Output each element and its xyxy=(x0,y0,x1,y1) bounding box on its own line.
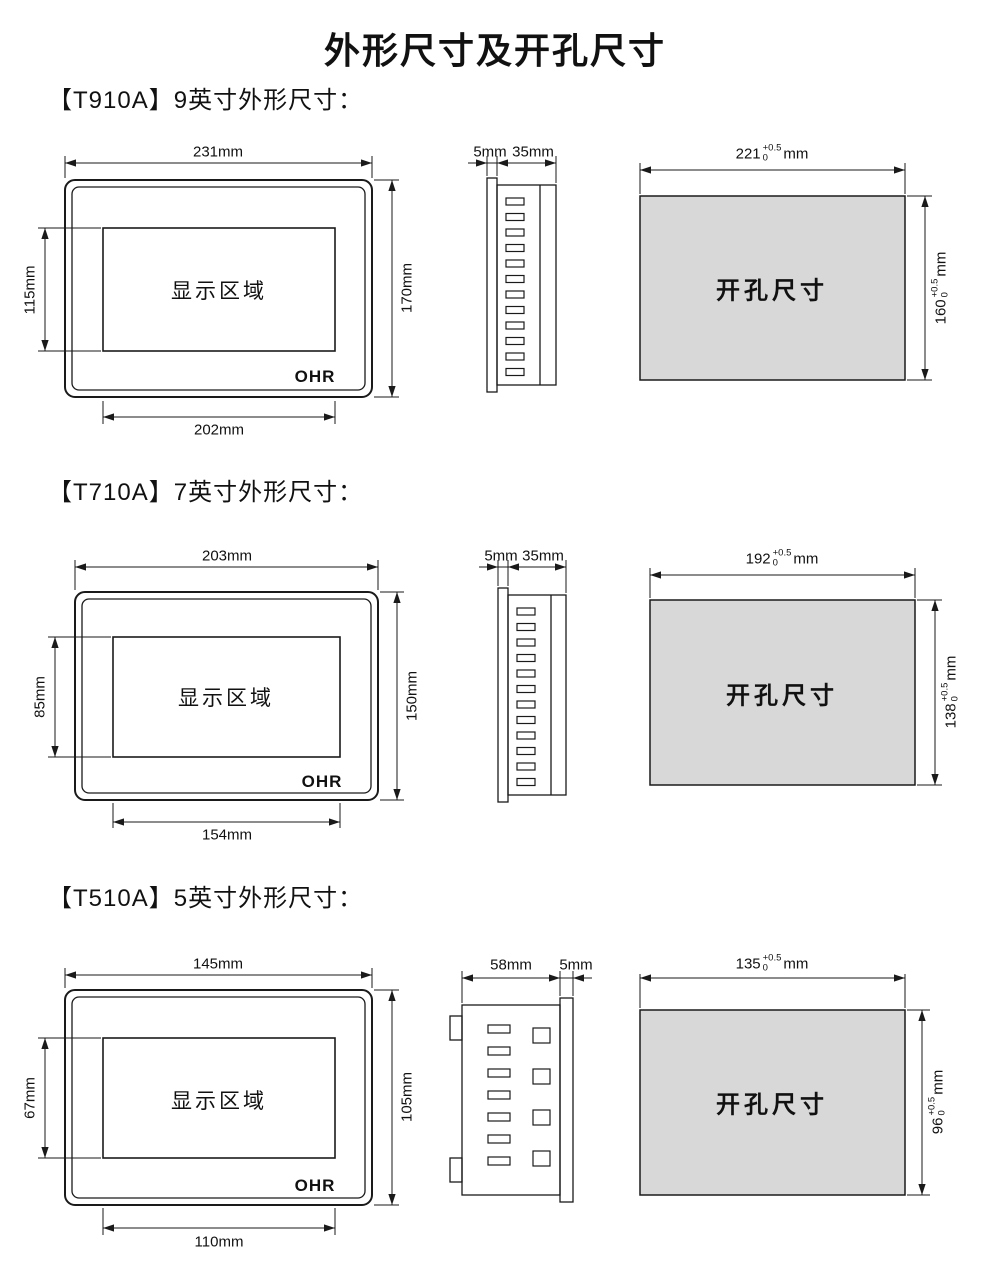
tol-upper: +0.5 xyxy=(772,547,792,559)
tol-lower: 0 xyxy=(762,963,768,974)
tol-lower: 0 xyxy=(940,292,951,298)
dim-label-front-height: 170mm xyxy=(398,262,416,314)
tol-value: 96 xyxy=(929,1117,947,1135)
tol-upper: +0.5 xyxy=(762,952,782,964)
dim-label-display-height: 67mm xyxy=(21,1077,39,1119)
dim-label-display-width: 154mm xyxy=(201,826,253,844)
heading-text: 9英寸外形尺寸： xyxy=(173,87,364,114)
tol-value: 138 xyxy=(942,703,960,729)
tol-unit: mm xyxy=(932,251,950,277)
tol-unit: mm xyxy=(942,655,960,681)
model-code: 【T710A】 xyxy=(48,479,174,506)
dim-label-side-bezel: 5mm xyxy=(559,956,593,974)
cutout-title: 开孔尺寸 xyxy=(716,1092,828,1119)
side-view xyxy=(468,156,557,393)
tol-lower: 0 xyxy=(762,153,768,164)
front-view xyxy=(48,560,404,828)
drawing-area: 203mm 85mm 150mm 154mm 显示区域 OHR 5mm 35mm… xyxy=(0,535,990,865)
brand-logo: OHR xyxy=(294,1176,336,1195)
tol-value: 135 xyxy=(735,955,761,973)
model-code: 【T910A】 xyxy=(48,87,174,114)
cutout-rect xyxy=(639,1009,906,1196)
display-area xyxy=(112,636,341,758)
brand-logo: OHR xyxy=(294,367,336,386)
t510a-drawing xyxy=(38,968,930,1235)
heading-text: 7英寸外形尺寸： xyxy=(173,479,364,506)
t910a-drawing xyxy=(38,156,932,424)
side-view xyxy=(449,971,592,1203)
dim-label-display-height: 115mm xyxy=(21,265,39,315)
display-area xyxy=(102,227,336,352)
side-view xyxy=(479,560,567,803)
section-heading: 【T910A】9英寸外形尺寸： xyxy=(48,80,363,115)
cutout-rect xyxy=(639,195,906,381)
page-title: 外形尺寸及开孔尺寸 xyxy=(323,30,666,71)
cutout-view xyxy=(649,568,942,786)
dim-label-front-width: 145mm xyxy=(192,955,244,973)
section-t710a: 【T710A】7英寸外形尺寸： xyxy=(0,472,990,868)
display-area-label: 显示区域 xyxy=(178,686,274,710)
dim-label-side-depth: 35mm xyxy=(522,547,564,565)
mounting-ear-bottom xyxy=(449,1157,463,1183)
heading-text: 5英寸外形尺寸： xyxy=(173,885,364,912)
drawing-area: 145mm 67mm 105mm 110mm 显示区域 OHR 58mm 5mm… xyxy=(0,930,990,1275)
dim-label-display-width: 202mm xyxy=(193,421,245,439)
display-area-label: 显示区域 xyxy=(171,1089,267,1113)
dim-label-front-height: 105mm xyxy=(398,1071,416,1123)
tol-value: 221 xyxy=(735,145,761,163)
dim-label-side-bezel: 5mm xyxy=(484,547,518,565)
section-t910a: 【T910A】9英寸外形尺寸： xyxy=(0,80,990,472)
dim-label-side-bezel: 5mm xyxy=(473,143,507,161)
dim-label-display-width: 110mm xyxy=(194,1233,244,1251)
tol-upper: +0.5 xyxy=(762,142,782,154)
cutout-title: 开孔尺寸 xyxy=(716,278,828,305)
display-area xyxy=(102,1037,336,1159)
tol-lower: 0 xyxy=(772,558,778,569)
cutout-title: 开孔尺寸 xyxy=(726,683,838,710)
mounting-ear-top xyxy=(449,1015,463,1041)
section-heading: 【T710A】7英寸外形尺寸： xyxy=(48,472,363,507)
dim-label-side-depth: 35mm xyxy=(512,143,554,161)
tol-lower: 0 xyxy=(937,1110,948,1116)
section-t510a: 【T510A】5英寸外形尺寸： xyxy=(0,878,990,1278)
cutout-view xyxy=(639,163,932,381)
dim-label-display-height: 85mm xyxy=(31,676,49,718)
tol-unit: mm xyxy=(929,1069,947,1095)
dim-label-front-width: 231mm xyxy=(192,143,244,161)
t710a-drawing xyxy=(48,560,942,828)
display-area-label: 显示区域 xyxy=(171,279,267,303)
drawing-area: 231mm 115mm 170mm 202mm 显示区域 OHR 5mm 35m… xyxy=(0,130,990,460)
front-view xyxy=(38,968,399,1235)
tol-lower: 0 xyxy=(950,696,961,702)
cutout-rect xyxy=(649,599,916,786)
tol-value: 160 xyxy=(932,299,950,325)
tol-value: 192 xyxy=(745,550,771,568)
tol-unit: mm xyxy=(783,955,809,973)
section-heading: 【T510A】5英寸外形尺寸： xyxy=(48,878,363,913)
tol-unit: mm xyxy=(783,145,809,163)
tol-unit: mm xyxy=(793,550,819,568)
dim-label-front-height: 150mm xyxy=(403,670,421,722)
dim-label-front-width: 203mm xyxy=(201,547,253,565)
cutout-view xyxy=(639,974,930,1196)
dim-label-side-depth: 58mm xyxy=(490,956,532,974)
brand-logo: OHR xyxy=(301,772,343,791)
front-view xyxy=(38,156,399,424)
model-code: 【T510A】 xyxy=(48,885,174,912)
